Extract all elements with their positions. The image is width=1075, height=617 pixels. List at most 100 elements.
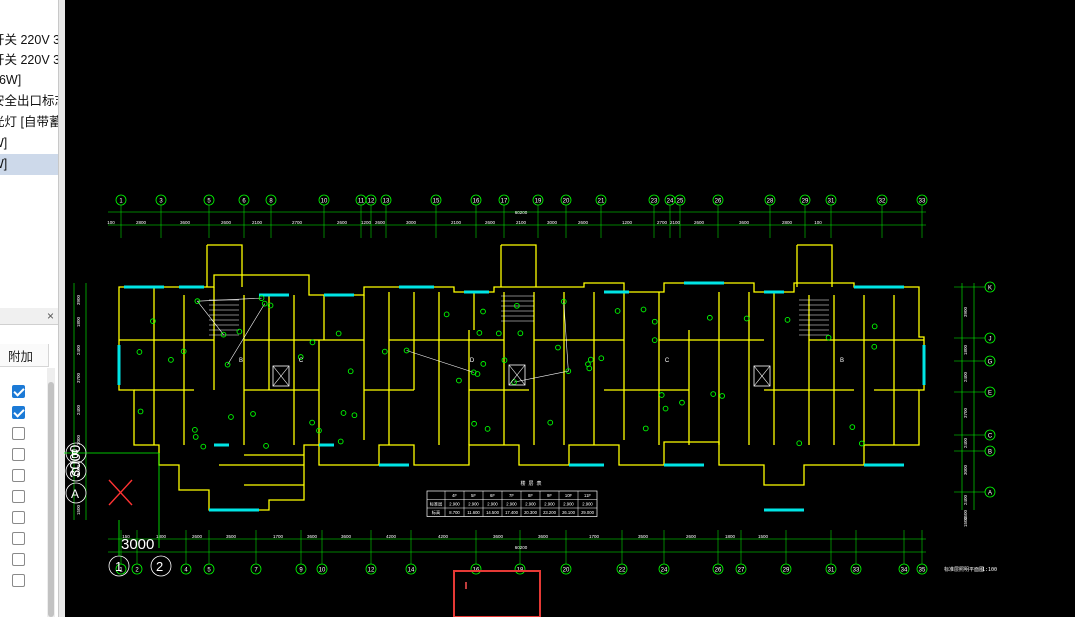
dimension-text: 2700 <box>292 220 303 225</box>
layer-checkbox[interactable] <box>12 448 25 461</box>
layer-item-label: 开关 220V 3 <box>0 53 58 67</box>
axis-label: 21 <box>598 199 605 205</box>
axis-label: G <box>988 360 993 366</box>
dimension-text: 100 <box>107 220 115 225</box>
dimension-text: 2800 <box>782 220 793 225</box>
table-cell: 9F <box>547 493 552 498</box>
panel-splitter[interactable] <box>58 0 65 617</box>
elevator-cross <box>753 365 771 387</box>
interior-walls <box>119 287 924 486</box>
dimension-text: 2100 <box>451 220 462 225</box>
axis-label: 13 <box>383 199 390 205</box>
axis-label: 31 <box>828 568 835 574</box>
layer-checkbox[interactable] <box>12 385 25 398</box>
dimension-text: 3600 <box>341 534 352 539</box>
lamp-symbol <box>261 300 268 307</box>
dimension-text: 3600 <box>307 534 318 539</box>
attribute-scrollbar[interactable] <box>47 368 55 617</box>
dimension-text: 3500 <box>226 534 237 539</box>
axis-label: 24 <box>667 199 674 205</box>
axis-label: 15 <box>433 199 440 205</box>
layer-item[interactable]: 开关 220V 3 <box>0 50 58 71</box>
dimension-text: 2600 <box>578 220 589 225</box>
lamp-symbol <box>501 357 508 364</box>
dimension-text: 3600 <box>493 534 504 539</box>
axis-label: E <box>988 391 992 397</box>
layer-item-label: 开关 220V 3 <box>0 33 58 47</box>
table-cell: 8.700 <box>449 510 460 515</box>
lamp-symbol <box>403 347 410 354</box>
dimension-text: 150 <box>122 534 130 539</box>
dimension-text: 4200 <box>386 534 397 539</box>
room-type-label: B <box>840 358 844 364</box>
axis-label: 5 <box>207 199 211 205</box>
axis-label: 3 <box>159 199 163 205</box>
close-icon[interactable]: × <box>46 309 54 323</box>
wire <box>406 350 474 373</box>
stair-treads <box>209 295 829 336</box>
layer-item[interactable]: 开关 220V 3 <box>0 30 58 51</box>
lamp-symbol <box>555 344 561 351</box>
cursor-selection-box[interactable] <box>453 570 541 617</box>
wire <box>227 303 265 365</box>
table-cell: 2.900 <box>563 502 574 507</box>
lamp-symbol <box>871 343 878 350</box>
lamp-symbol <box>651 337 658 343</box>
attribute-column-header[interactable]: 附加 <box>0 344 49 367</box>
lamp-symbol <box>297 354 304 360</box>
lamp-symbol <box>796 440 803 447</box>
axis-label: 33 <box>853 568 860 574</box>
table-cell: 17.400 <box>505 510 518 515</box>
layer-item[interactable]: 36W] <box>0 70 58 91</box>
overlay-axis-b: B <box>71 447 79 461</box>
layer-checkbox[interactable] <box>12 469 25 482</box>
layer-checkbox[interactable] <box>12 574 25 587</box>
axis-label: C <box>988 434 993 440</box>
dimension-text: 3000 <box>406 220 417 225</box>
axis-label: 31 <box>828 199 835 205</box>
lamp-symbol <box>517 330 524 337</box>
dimension-text: 3700 <box>963 407 968 418</box>
axis-label: 2 <box>135 568 139 574</box>
lamp-symbol <box>200 443 207 450</box>
axis-label: 1 <box>119 568 123 574</box>
stair-well-mid <box>500 244 537 287</box>
axis-label: 28 <box>767 199 774 205</box>
dimension-text: 1500 <box>76 504 81 515</box>
scrollbar-thumb[interactable] <box>48 382 54 617</box>
dimension-text: 2400 <box>963 371 968 382</box>
axis-label: 29 <box>802 199 809 205</box>
lamp-symbol <box>784 316 791 323</box>
layer-checkbox[interactable] <box>12 406 25 419</box>
axis-label: 23 <box>651 199 658 205</box>
lamp-symbol <box>743 315 750 322</box>
lamp-symbol <box>825 334 832 341</box>
total-dimension: 60200 <box>515 210 528 215</box>
axis-label: 32 <box>879 199 886 205</box>
lamp-symbol <box>228 414 234 420</box>
overlay-axis-2: 2 <box>156 559 163 574</box>
layer-item-selected[interactable]: W] <box>0 154 58 175</box>
layer-checkbox[interactable] <box>12 427 25 440</box>
dimension-text: 2600 <box>485 220 496 225</box>
layer-item[interactable]: 安全出口标志 <box>0 91 58 112</box>
layer-checkbox[interactable] <box>12 532 25 545</box>
axis-label: 26 <box>715 199 722 205</box>
axis-label: 6 <box>242 199 246 205</box>
lamp-symbol <box>316 427 322 434</box>
layer-checkbox[interactable] <box>12 490 25 503</box>
lamp-symbol <box>706 314 713 321</box>
room-type-label: C <box>665 358 670 364</box>
lamp-symbol <box>335 330 342 337</box>
dimension-text: 2600 <box>694 220 705 225</box>
layer-checkbox[interactable] <box>12 553 25 566</box>
layer-item[interactable]: 光灯 [自带蓄 <box>0 112 58 133</box>
dimension-text: 2600 <box>375 220 386 225</box>
lighting-circuits <box>136 295 878 450</box>
dimension-text: 1800 <box>963 344 968 355</box>
layer-checkbox[interactable] <box>12 511 25 524</box>
overlay-dimension-horizontal: 3000 <box>121 536 154 553</box>
layer-item[interactable]: W] <box>0 133 58 154</box>
